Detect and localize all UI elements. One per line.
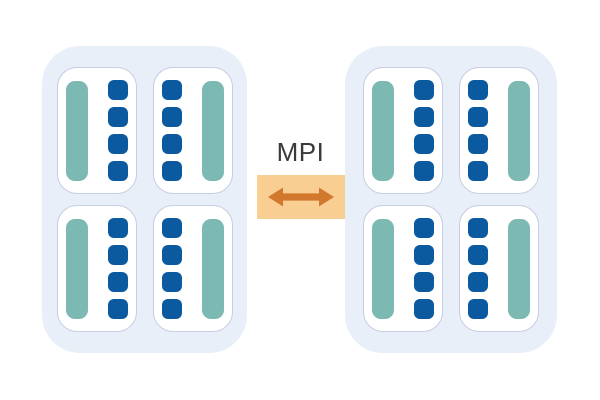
core-square xyxy=(414,134,434,154)
core-square xyxy=(161,299,182,319)
mpi-connector-box xyxy=(257,175,345,219)
square-column xyxy=(414,218,434,319)
core-square xyxy=(414,299,434,319)
core-square xyxy=(468,80,488,100)
core-square xyxy=(161,161,182,181)
core-square xyxy=(107,272,128,292)
square-column xyxy=(107,80,128,181)
core-square xyxy=(414,218,434,238)
core-square xyxy=(161,245,182,265)
bar-block xyxy=(508,80,530,181)
core-square xyxy=(107,245,128,265)
bar-block xyxy=(201,80,224,181)
core-square xyxy=(161,134,182,154)
double-arrow-icon xyxy=(268,187,334,207)
bar-block xyxy=(372,218,394,319)
core-square xyxy=(468,107,488,127)
compute-node-right xyxy=(345,46,557,353)
square-column xyxy=(107,218,128,319)
socket-card xyxy=(56,205,137,332)
square-column xyxy=(161,218,182,319)
socket-card xyxy=(56,67,137,194)
core-square xyxy=(468,134,488,154)
core-square xyxy=(414,80,434,100)
core-square xyxy=(107,134,128,154)
socket-card xyxy=(152,67,233,194)
core-square xyxy=(468,218,488,238)
core-square xyxy=(107,299,128,319)
core-square xyxy=(107,80,128,100)
bar-block xyxy=(508,218,530,319)
core-square xyxy=(414,107,434,127)
core-square xyxy=(107,161,128,181)
core-square xyxy=(468,161,488,181)
square-column xyxy=(468,80,488,181)
core-square xyxy=(414,245,434,265)
core-square xyxy=(468,299,488,319)
bar-block xyxy=(65,218,88,319)
compute-node-left xyxy=(42,46,247,353)
bar-block xyxy=(201,218,224,319)
core-square xyxy=(468,245,488,265)
core-square xyxy=(161,80,182,100)
core-square xyxy=(468,272,488,292)
square-column xyxy=(468,218,488,319)
mpi-label: MPI xyxy=(276,137,325,167)
socket-card xyxy=(363,67,443,194)
square-column xyxy=(414,80,434,181)
core-square xyxy=(161,218,182,238)
core-square xyxy=(161,107,182,127)
bar-block xyxy=(65,80,88,181)
bar-block xyxy=(372,80,394,181)
socket-card xyxy=(152,205,233,332)
socket-card xyxy=(459,67,539,194)
core-square xyxy=(107,218,128,238)
socket-card xyxy=(459,205,539,332)
core-square xyxy=(107,107,128,127)
core-square xyxy=(414,161,434,181)
core-square xyxy=(161,272,182,292)
core-square xyxy=(414,272,434,292)
socket-card xyxy=(363,205,443,332)
square-column xyxy=(161,80,182,181)
